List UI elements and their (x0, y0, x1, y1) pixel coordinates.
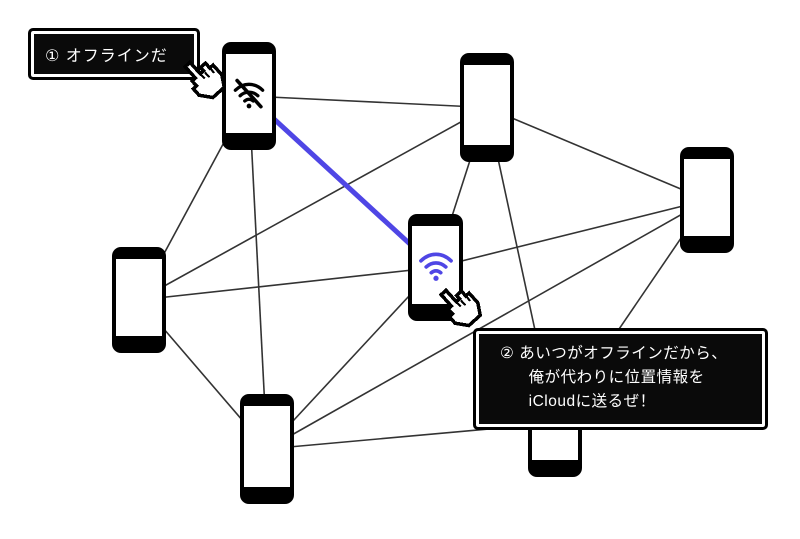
phone-bottomleft (240, 394, 294, 504)
callout-step2-text: ② あいつがオフラインだから、 俺が代わりに位置情報を iCloudに送るぜ！ (476, 331, 765, 414)
home-button (481, 131, 493, 142)
hand-pointer-icon (437, 284, 483, 332)
callout-step1-offline: ① オフラインだ (28, 28, 200, 80)
callout-step1-text: ① オフラインだ (45, 48, 168, 65)
phone-topright (460, 53, 514, 162)
home-button (430, 290, 441, 301)
phone-screen (116, 259, 162, 336)
home-button (243, 119, 255, 130)
phone-screen (464, 65, 510, 145)
speaker-slot (132, 263, 146, 266)
phone-offline-topleft (222, 42, 276, 150)
phone-left (112, 247, 166, 353)
wifi-icon (418, 252, 453, 281)
home-button (701, 222, 713, 233)
speaker-slot (242, 58, 256, 61)
home-button (261, 473, 273, 484)
home-button (549, 446, 561, 457)
phone-screen (226, 54, 272, 133)
callout-step2-line2: 俺が代わりに位置情報を (528, 369, 705, 387)
speaker-slot (260, 410, 274, 413)
phone-screen (244, 406, 290, 487)
callout-step2-line1: ② あいつがオフラインだから、 (500, 345, 728, 362)
phone-screen (412, 226, 459, 304)
speaker-slot (700, 163, 714, 166)
callout-step2-relay: ② あいつがオフラインだから、 俺が代わりに位置情報を iCloudに送るぜ！ (473, 328, 768, 430)
home-button (133, 322, 145, 333)
phone-right (680, 147, 734, 253)
callout-step2-line3: iCloudに送るぜ！ (528, 393, 656, 411)
phone-screen (684, 159, 730, 236)
phone-relay-center (408, 214, 463, 321)
hand-pointer-icon (181, 56, 227, 104)
speaker-slot (429, 230, 442, 233)
speaker-slot (480, 69, 494, 72)
wifi-off-icon (233, 78, 265, 108)
